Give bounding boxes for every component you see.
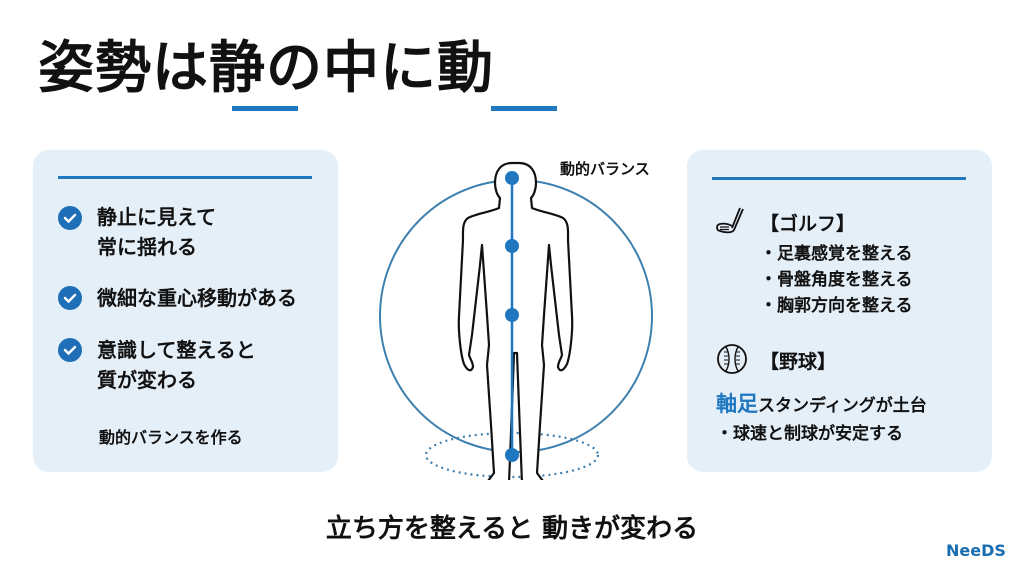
left-item-2: 微細な重心移動がある [97,286,297,310]
body-silhouette [457,161,574,480]
left-item-3: 意識して整えると質が変わる [97,338,256,392]
baseball-bullet: ・球速と制球が安定する [716,424,903,444]
balance-figure [379,161,653,480]
brand-logo: NeeDS [946,541,1006,560]
golf-bullets: ・足裏感覚を整える・骨盤角度を整える・胸郭方向を整える [760,244,913,316]
golf-heading: 【ゴルフ】 [760,213,856,235]
golf-club-icon [716,207,744,234]
baseball-heading: 【野球】 [760,351,837,373]
bottom-caption: 立ち方を整えると 動きが変わる [325,514,699,544]
dynamic-balance-label: 動的バランス [560,160,650,178]
title-underline-sei [232,106,298,111]
point-chest [505,239,519,253]
point-head [505,171,519,185]
emphasis-text: 軸足 [716,392,758,416]
left-panel [33,150,338,472]
point-pelvis [505,308,519,322]
right-divider [712,177,966,180]
check-icon [58,286,82,310]
check-icon [58,338,82,362]
left-divider [58,176,312,179]
left-footer: 動的バランスを作る [99,428,243,447]
left-item-1: 静止に見えて常に揺れる [97,205,216,259]
check-icon [58,206,82,230]
title-underline-do [491,106,557,111]
page-title: 姿勢は静の中に動 [38,36,494,101]
point-feet [505,448,519,462]
right-panel [687,150,992,472]
baseball-icon [717,344,747,374]
baseball-main-line: 軸足スタンディングが土台 [716,392,927,416]
